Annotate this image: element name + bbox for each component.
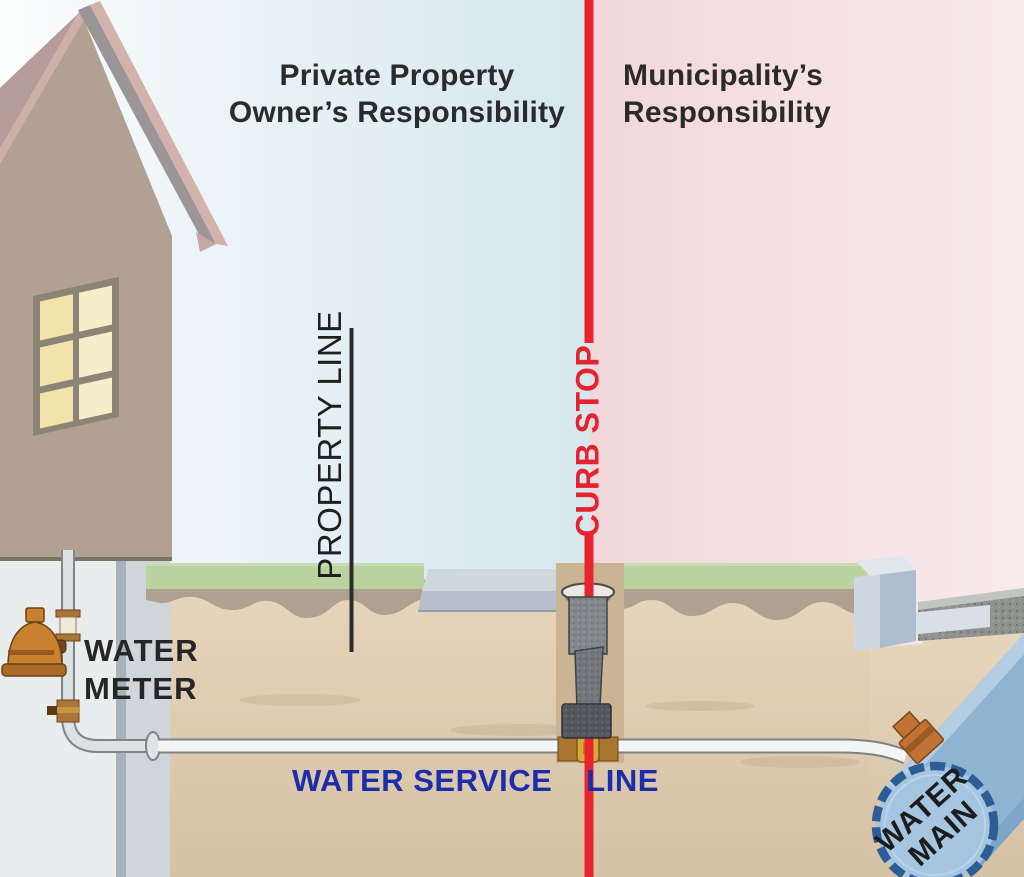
window bbox=[33, 276, 119, 436]
curb bbox=[854, 556, 916, 651]
water-service-line-label-part2: LINE bbox=[586, 763, 659, 798]
roof-trim-left bbox=[0, 10, 86, 166]
house-sill-line bbox=[0, 557, 172, 561]
water-main bbox=[871, 579, 1024, 877]
sidewalk bbox=[418, 569, 578, 612]
property-line-label: PROPERTY LINE bbox=[311, 310, 348, 580]
roof-left-slope-face bbox=[0, 12, 80, 154]
grass bbox=[146, 563, 868, 589]
water-service-line-label: WATER SERVICE LINE bbox=[292, 763, 659, 799]
dirt-band-right bbox=[606, 580, 868, 621]
water-service-line-label-part1: WATER SERVICE bbox=[292, 763, 553, 798]
gutter bbox=[910, 605, 990, 635]
municipality-title: Municipality’s Responsibility bbox=[623, 57, 923, 131]
house bbox=[0, 1, 228, 561]
corporation-fitting bbox=[892, 710, 945, 764]
municipality-title-line1: Municipality’s bbox=[623, 59, 824, 92]
private-property-title: Private Property Owner’s Responsibility bbox=[227, 57, 567, 131]
roof-eave-tip bbox=[196, 232, 216, 252]
service-pipe bbox=[158, 738, 909, 764]
property-line-mark bbox=[349, 328, 354, 652]
dirt-band-left bbox=[146, 580, 428, 619]
roof-fascia bbox=[78, 5, 216, 244]
private-property-title-line2: Owner’s Responsibility bbox=[228, 96, 566, 129]
water-meter-label: WATER METER bbox=[84, 633, 199, 706]
curb-stop-tube bbox=[561, 596, 612, 739]
roof-trim-right bbox=[90, 1, 228, 246]
municipality-title-line2: Responsibility bbox=[623, 96, 831, 129]
water-meter-icon bbox=[1, 607, 81, 723]
water-main-cross-section bbox=[871, 761, 999, 877]
curb-stop-label: CURB STOP bbox=[569, 344, 606, 538]
wall-flange bbox=[145, 731, 161, 761]
soil bbox=[170, 578, 870, 877]
basement bbox=[0, 561, 170, 877]
private-property-title-line1: Private Property bbox=[279, 59, 515, 92]
